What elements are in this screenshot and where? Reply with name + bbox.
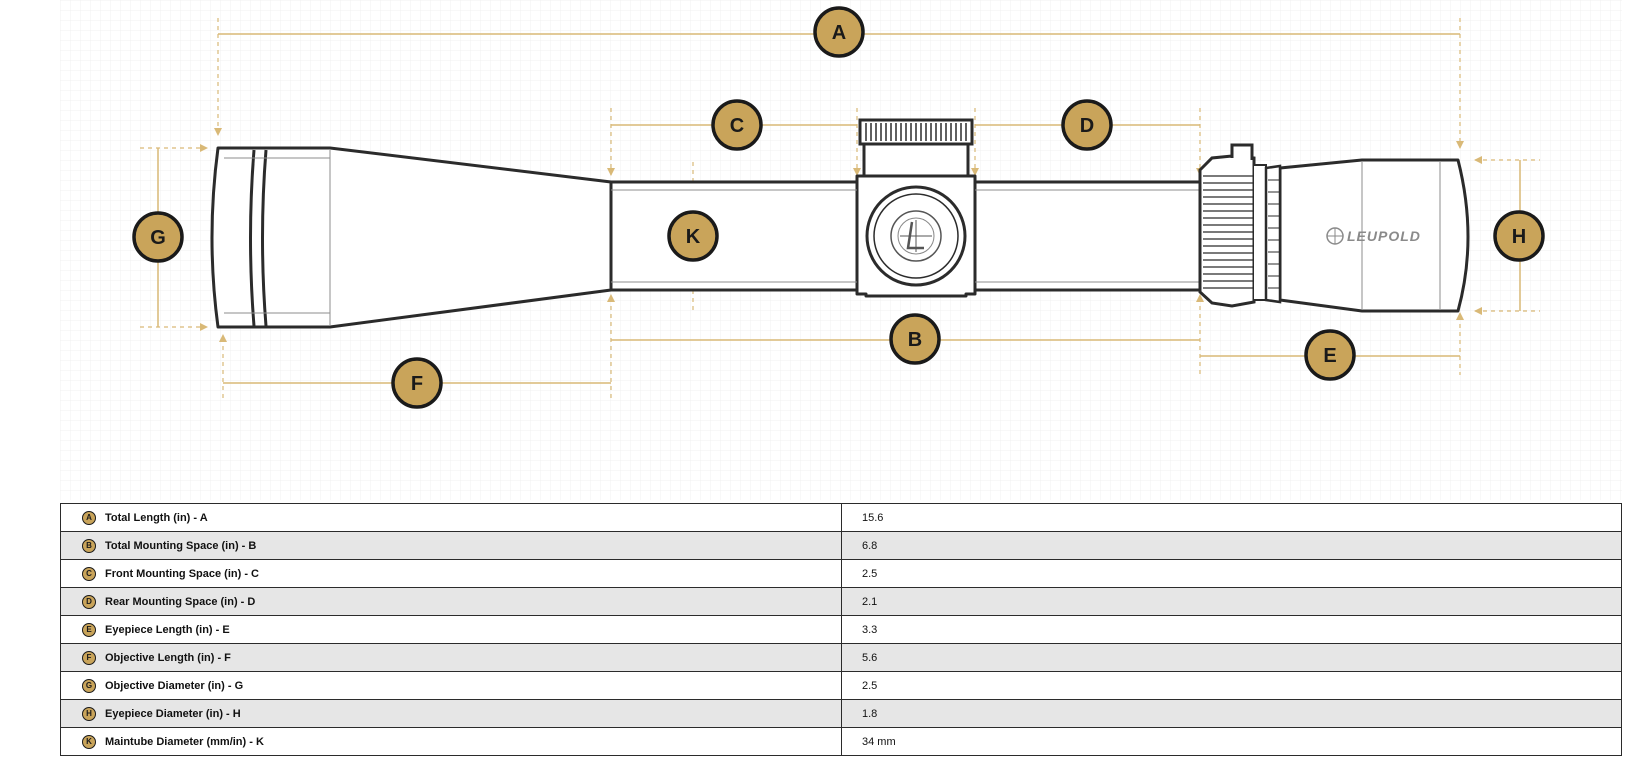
table-row: K Maintube Diameter (mm/in) - K 34 mm — [60, 727, 1622, 756]
spec-value: 15.6 — [841, 503, 1622, 532]
leupold-logo: LEUPOLD — [1326, 227, 1421, 245]
table-row: G Objective Diameter (in) - G 2.5 — [60, 671, 1622, 700]
table-row: B Total Mounting Space (in) - B 6.8 — [60, 531, 1622, 560]
table-row: F Objective Length (in) - F 5.6 — [60, 643, 1622, 672]
spec-label-cell: F Objective Length (in) - F — [60, 643, 842, 672]
power-ring — [1198, 143, 1282, 308]
spec-label: Objective Diameter (in) - G — [105, 679, 244, 692]
spec-label: Maintube Diameter (mm/in) - K — [105, 735, 264, 748]
table-row: C Front Mounting Space (in) - C 2.5 — [60, 559, 1622, 588]
badge-H: H — [1493, 210, 1545, 262]
spec-value: 3.3 — [841, 615, 1622, 644]
scope-dimension-diagram: LEUPOLD A C D G K H B E F — [60, 0, 1622, 500]
spec-label: Eyepiece Length (in) - E — [105, 623, 230, 636]
spec-value: 2.5 — [841, 671, 1622, 700]
letter-badge-icon: G — [82, 678, 96, 693]
badge-H-letter: H — [1512, 226, 1526, 248]
letter-badge-icon: E — [82, 622, 96, 637]
badge-K: K — [667, 210, 719, 262]
arrowheads — [200, 128, 1482, 342]
spec-value: 34 mm — [841, 727, 1622, 756]
elevation-turret — [858, 118, 974, 178]
badge-C-letter: C — [730, 115, 744, 137]
spec-label: Total Mounting Space (in) - B — [105, 539, 257, 552]
spec-value: 2.5 — [841, 559, 1622, 588]
spec-value: 5.6 — [841, 643, 1622, 672]
spec-label: Rear Mounting Space (in) - D — [105, 595, 256, 608]
badge-B-letter: B — [908, 329, 922, 351]
badge-E: E — [1304, 329, 1356, 381]
badge-G: G — [132, 211, 184, 263]
spec-value: 2.1 — [841, 587, 1622, 616]
spec-label: Eyepiece Diameter (in) - H — [105, 707, 241, 720]
spec-label-cell: H Eyepiece Diameter (in) - H — [60, 699, 842, 728]
badge-F-letter: F — [411, 373, 423, 395]
badge-D: D — [1061, 99, 1113, 151]
spec-table: A Total Length (in) - A 15.6 B Total Mou… — [60, 503, 1622, 756]
spec-label-cell: C Front Mounting Space (in) - C — [60, 559, 842, 588]
badge-B: B — [889, 313, 941, 365]
side-turret — [865, 185, 967, 287]
spec-label-cell: K Maintube Diameter (mm/in) - K — [60, 727, 842, 756]
spec-value: 6.8 — [841, 531, 1622, 560]
table-row: H Eyepiece Diameter (in) - H 1.8 — [60, 699, 1622, 728]
objective-detail-lines — [224, 150, 1441, 325]
table-row: E Eyepiece Length (in) - E 3.3 — [60, 615, 1622, 644]
letter-badge-icon: K — [82, 734, 96, 749]
badge-A: A — [813, 6, 865, 58]
spec-label-cell: E Eyepiece Length (in) - E — [60, 615, 842, 644]
spec-label-cell: A Total Length (in) - A — [60, 503, 842, 532]
badge-E-letter: E — [1323, 345, 1336, 367]
letter-badge-icon: A — [82, 510, 96, 525]
letter-badge-icon: H — [82, 706, 96, 721]
badge-F: F — [391, 357, 443, 409]
spec-label-cell: B Total Mounting Space (in) - B — [60, 531, 842, 560]
spec-label-cell: D Rear Mounting Space (in) - D — [60, 587, 842, 616]
table-row: D Rear Mounting Space (in) - D 2.1 — [60, 587, 1622, 616]
table-row: A Total Length (in) - A 15.6 — [60, 503, 1622, 532]
brand-logo-text: LEUPOLD — [1347, 228, 1421, 244]
objective-rings — [249, 149, 268, 327]
spec-label: Front Mounting Space (in) - C — [105, 567, 259, 580]
badge-G-letter: G — [150, 227, 166, 249]
badge-C: C — [711, 99, 763, 151]
spec-value: 1.8 — [841, 699, 1622, 728]
spec-label: Total Length (in) - A — [105, 511, 208, 524]
badge-A-letter: A — [832, 22, 846, 44]
spec-label-cell: G Objective Diameter (in) - G — [60, 671, 842, 700]
badge-K-letter: K — [686, 226, 701, 248]
letter-badge-icon: D — [82, 594, 96, 609]
scope-drawing: LEUPOLD A C D G K H B E F — [60, 0, 1622, 500]
badge-D-letter: D — [1080, 115, 1094, 137]
letter-badge-icon: C — [82, 566, 96, 581]
spec-label: Objective Length (in) - F — [105, 651, 231, 664]
letter-badge-icon: B — [82, 538, 96, 553]
letter-badge-icon: F — [82, 650, 96, 665]
